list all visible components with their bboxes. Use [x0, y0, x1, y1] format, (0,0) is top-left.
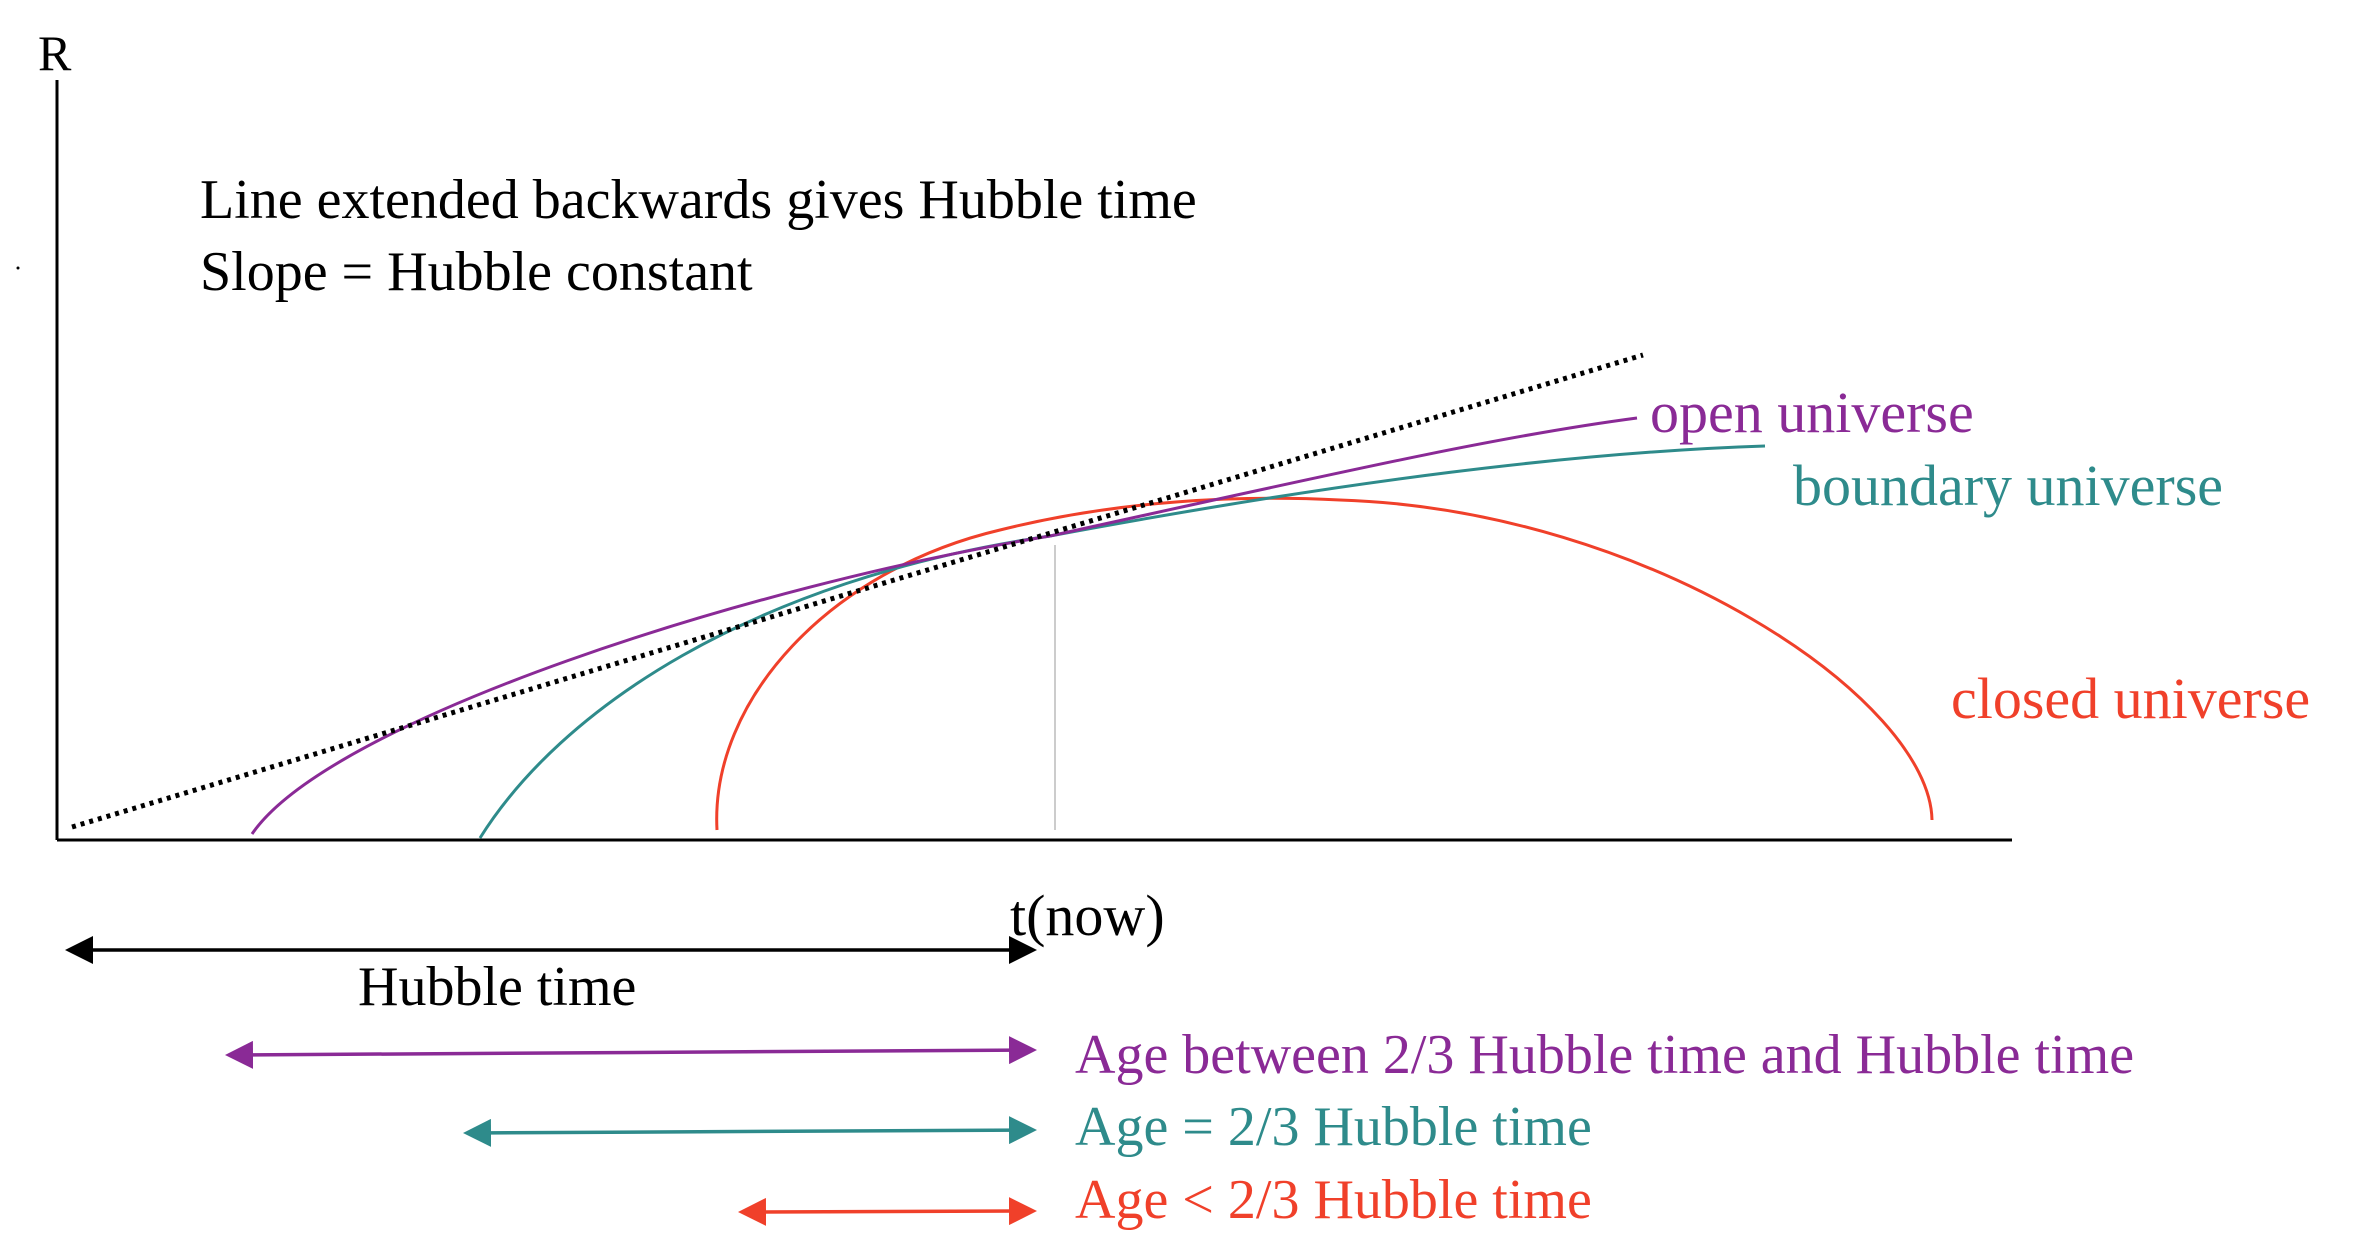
- closed-universe-label: closed universe: [1951, 666, 2310, 731]
- hubble-time-label: Hubble time: [358, 956, 636, 1018]
- closed-age-arrow: [738, 1197, 1037, 1226]
- y-axis-label: R: [38, 25, 72, 81]
- closed-age-label: Age < 2/3 Hubble time: [1075, 1169, 1592, 1231]
- stray-dot: [16, 266, 20, 270]
- boundary-age-label: Age = 2/3 Hubble time: [1075, 1096, 1592, 1158]
- tangent-line: [71, 352, 1644, 830]
- x-axis-label: t(now): [1010, 883, 1165, 948]
- note-slope: Slope = Hubble constant: [200, 241, 753, 303]
- open-age-arrow: [225, 1036, 1037, 1069]
- closed-universe-curve: [715, 496, 1934, 831]
- open-universe-label: open universe: [1650, 380, 1974, 445]
- boundary-universe-curve: [478, 444, 1766, 839]
- boundary-age-arrow: [463, 1116, 1037, 1147]
- open-age-label: Age between 2/3 Hubble time and Hubble t…: [1075, 1024, 2134, 1086]
- note-hubble-time: Line extended backwards gives Hubble tim…: [200, 169, 1197, 231]
- open-universe-curve: [250, 416, 1638, 835]
- boundary-universe-label: boundary universe: [1793, 453, 2223, 518]
